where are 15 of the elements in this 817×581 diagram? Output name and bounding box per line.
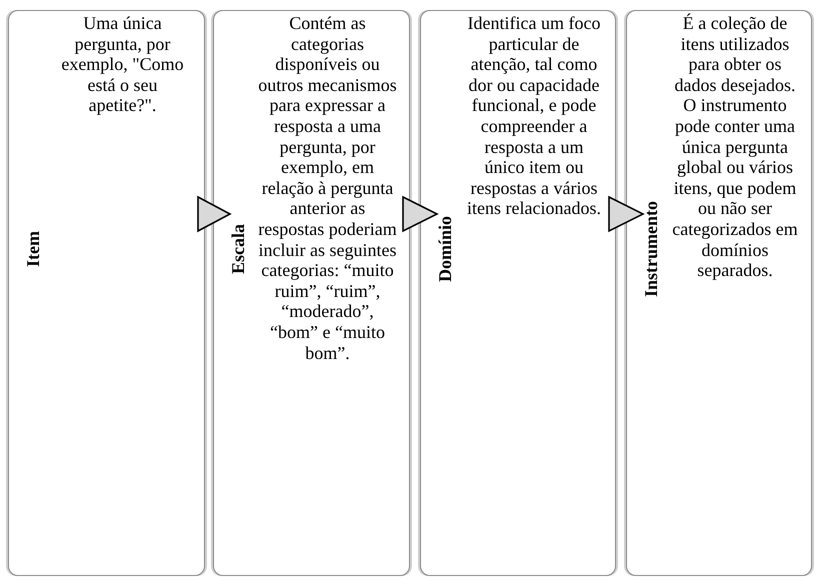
description-text: Identifica um foco particular de atenção, tal como dor ou capacidade funcional, e pode compreender a resposta a um único item ou respostas a vários itens relacionados. <box>466 13 602 219</box>
definition-card <box>626 10 812 576</box>
vertical-heading: Instrumento <box>640 201 662 297</box>
description-text: Uma única pergunta, por exemplo, "Como está o seu apetite?". <box>60 13 185 116</box>
vertical-heading: Escala <box>227 224 249 274</box>
description-text: Contém as categorias disponíveis ou outros mecanismos para expressar a resposta a uma pergunta, por exemplo, em relação à pergunta anterior as respostas poderiam incluir as seguintes categorias: “muito ruim”, “ruim”, “moderado”, “bom” e “muito bom”. <box>258 13 397 364</box>
definition-card <box>213 10 410 576</box>
definition-card <box>8 10 205 576</box>
chevron-arrow <box>197 196 232 232</box>
description-text: É a coleção de itens utilizados para obter os dados desejados. O instrumento pode conter uma única pergunta global ou vários itens, que podem ou não ser categorizados em domínios separados. <box>671 13 799 281</box>
definition-card <box>420 10 616 576</box>
chevron-arrow <box>402 196 439 232</box>
chevron-arrow <box>608 196 645 232</box>
vertical-heading: Domínio <box>434 216 456 282</box>
vertical-heading: Item <box>22 231 44 267</box>
